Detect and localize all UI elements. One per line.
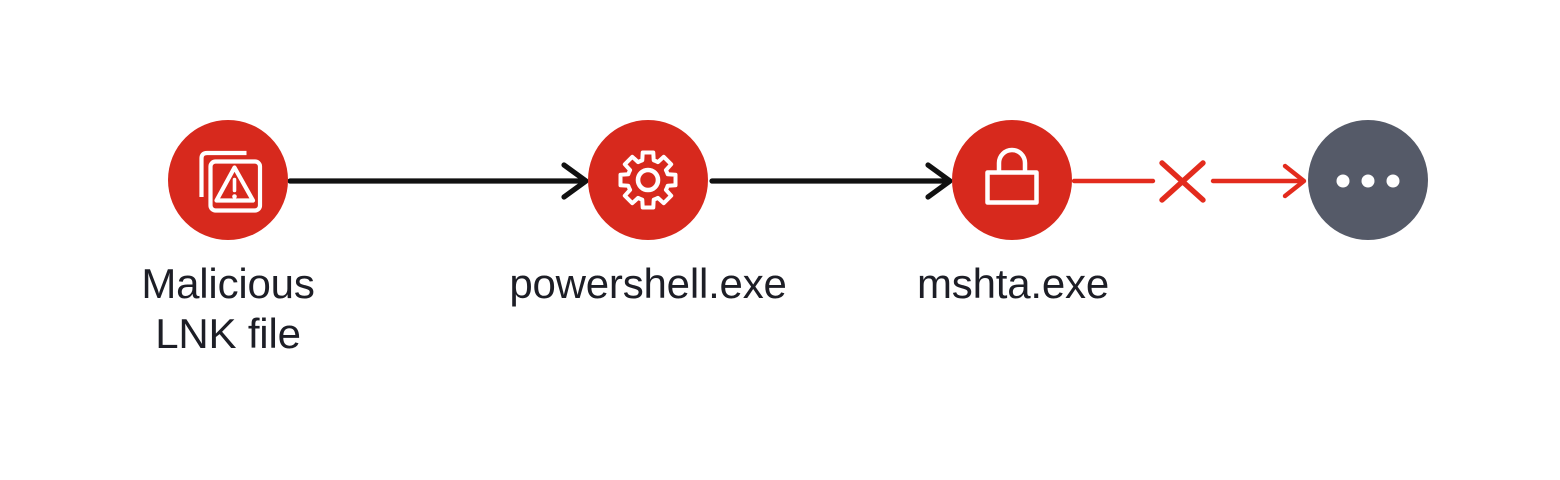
arrow-powershell-to-mshta	[709, 162, 953, 200]
blocked-connector-mshta-to-next	[1071, 160, 1307, 203]
ellipsis-icon	[1336, 174, 1400, 188]
node-label-malicious-lnk-file: Malicious LNK file	[78, 259, 378, 359]
block-x-icon	[1159, 160, 1206, 203]
node-malicious-lnk-file	[168, 120, 288, 240]
node-mshta-exe	[952, 120, 1072, 240]
label-line: Malicious	[141, 260, 315, 307]
arrow-to-next-stage	[1210, 163, 1307, 199]
node-label-powershell-exe: powershell.exe	[498, 259, 798, 309]
label-line: powershell.exe	[509, 260, 787, 307]
label-line: LNK file	[155, 310, 301, 357]
arrow-lnk-to-powershell	[287, 162, 589, 200]
node-label-mshta-exe: mshta.exe	[863, 259, 1163, 309]
gear-icon	[618, 150, 678, 210]
node-powershell-exe	[588, 120, 708, 240]
lock-icon	[985, 147, 1039, 205]
node-next-stage	[1308, 120, 1428, 240]
label-line: mshta.exe	[917, 260, 1109, 307]
warning-document-icon	[199, 150, 263, 213]
